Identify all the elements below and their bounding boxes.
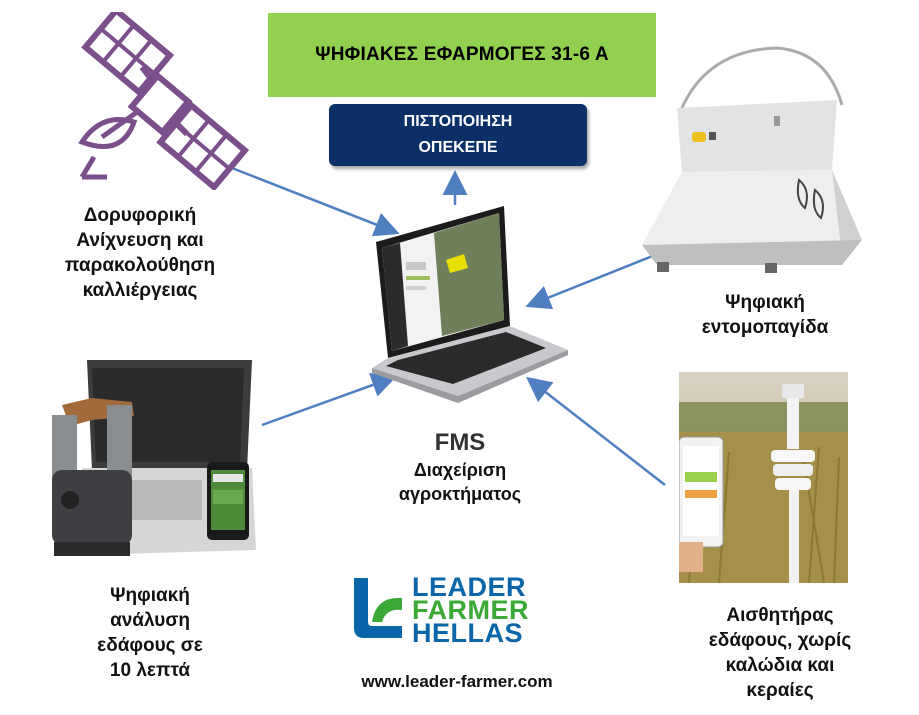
satellite-label-line: Ανίχνευση και	[76, 230, 204, 251]
satellite-icon	[78, 12, 250, 190]
insect-trap-image	[642, 46, 862, 273]
arrow-sensor-to-fms	[526, 376, 666, 486]
title-banner: ΨΗΦΙΑΚΕΣ ΕΦΑΡΜΟΓΕΣ 31-6 Α	[268, 13, 656, 97]
satellite-label-line: καλλιέργειας	[82, 280, 198, 301]
soil-analysis-label-line: ανάλυση	[110, 610, 190, 631]
arrow-soil-analysis-to-fms	[261, 373, 397, 427]
soil-sensor-image	[679, 372, 848, 583]
trap-label: Ψηφιακή εντομοπαγίδα	[680, 290, 850, 340]
logo-word-hellas: HELLAS	[412, 618, 523, 648]
logo-word-leader: LEADER	[412, 572, 527, 602]
soil-analysis-label: Ψηφιακή ανάλυση εδάφους σε 10 λεπτά	[70, 583, 230, 683]
soil-analysis-label-line: εδάφους σε	[97, 635, 203, 656]
soil-analysis-label-line: 10 λεπτά	[109, 660, 191, 681]
soil-sensor-label-line: Αισθητήρας	[726, 605, 834, 626]
trap-label-line: Ψηφιακή	[725, 292, 805, 313]
trap-label-line: εντομοπαγίδα	[701, 317, 829, 338]
soil-sensor-label: Αισθητήρας εδάφους, χωρίς καλώδια και κε…	[690, 603, 870, 703]
title-text: ΨΗΦΙΑΚΕΣ ΕΦΑΡΜΟΓΕΣ 31-6 Α	[315, 44, 609, 65]
soil-sensor-label-line: καλώδια και	[725, 655, 835, 676]
laptop-image	[372, 206, 568, 403]
fms-desc-line-1: Διαχείριση	[413, 460, 507, 480]
fms-name: FMS	[434, 429, 486, 456]
soil-analysis-label-line: Ψηφιακή	[110, 585, 190, 606]
leader-farmer-logo: LEADER FARMER HELLAS	[352, 572, 532, 648]
satellite-label-line: Δορυφορική	[83, 205, 197, 226]
fms-label: FMS Διαχείριση αγροκτήματος	[345, 428, 575, 506]
logo-mark-icon	[354, 578, 402, 638]
arrow-trap-to-fms	[525, 253, 656, 310]
arrow-satellite-to-fms	[231, 166, 400, 237]
satellite-label: Δορυφορική Ανίχνευση και παρακολούθηση κ…	[30, 203, 250, 303]
website-url: www.leader-farmer.com	[361, 672, 553, 691]
satellite-label-line: παρακολούθηση	[64, 255, 216, 276]
soil-sensor-label-line: εδάφους, χωρίς	[708, 630, 852, 651]
logo-word-farmer: FARMER	[412, 595, 529, 625]
certification-line-2: ΟΠΕΚΕΠΕ	[418, 139, 498, 156]
fms-desc-line-2: αγροκτήματος	[398, 484, 522, 504]
soil-analysis-image	[52, 360, 256, 556]
soil-sensor-label-line: κεραίες	[746, 680, 814, 701]
certification-box: ΠΙΣΤΟΠΟΙΗΣΗ ΟΠΕΚΕΠΕ	[329, 104, 587, 166]
certification-line-1: ΠΙΣΤΟΠΟΙΗΣΗ	[403, 113, 513, 130]
